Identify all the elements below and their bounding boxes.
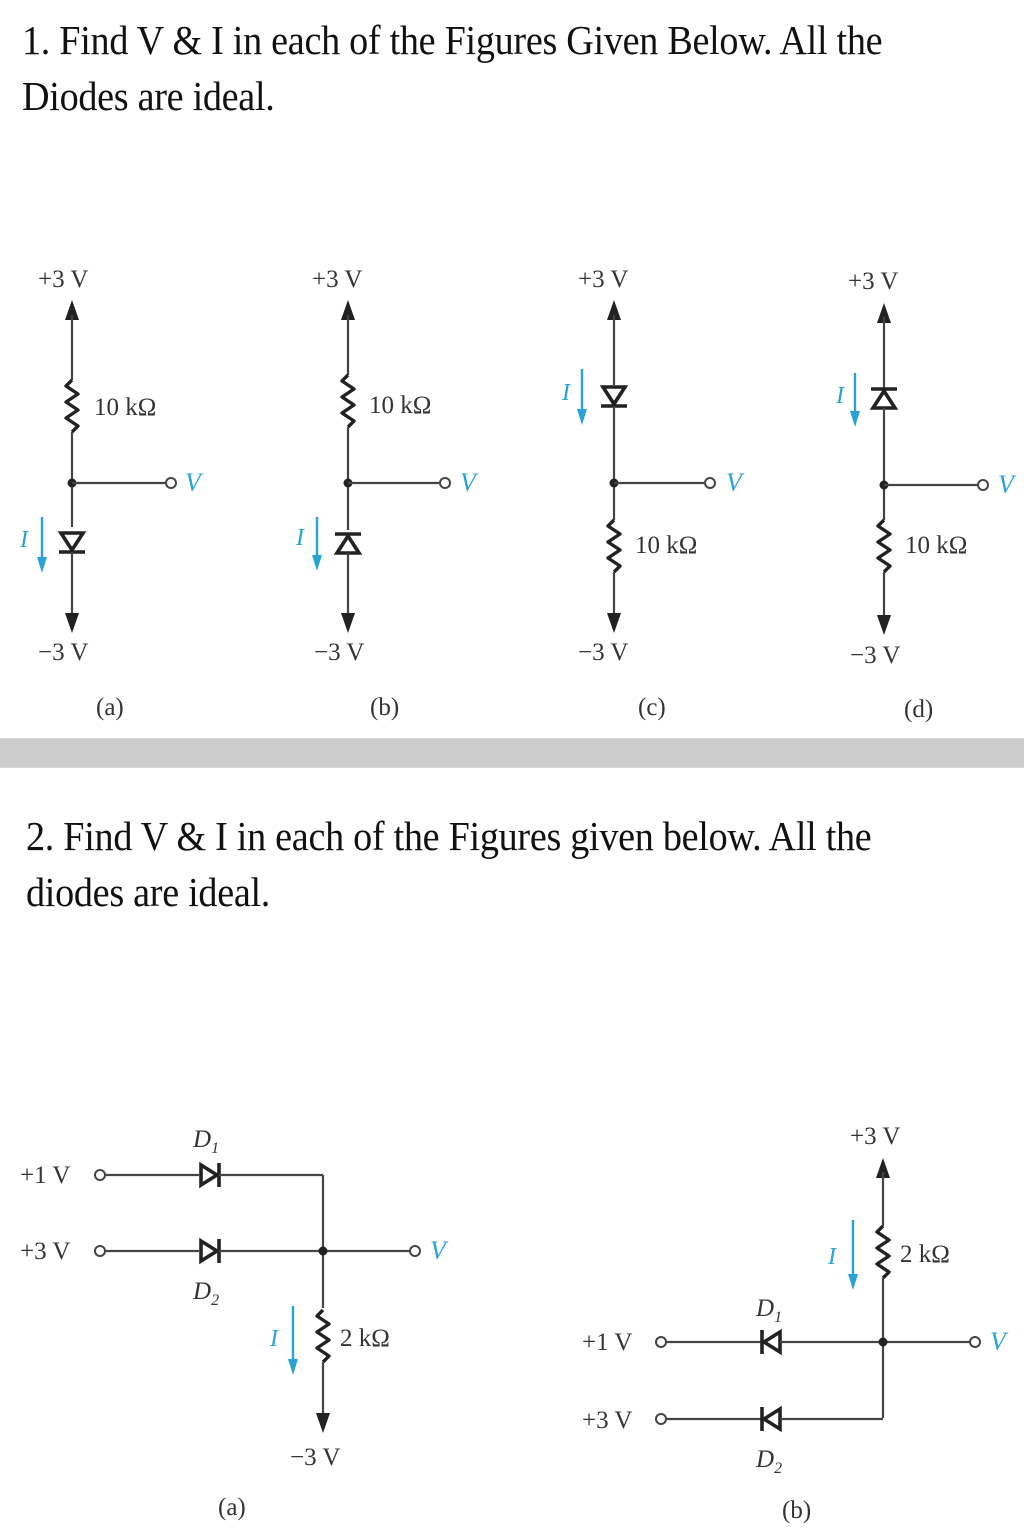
supply-arrow-up-icon bbox=[607, 300, 621, 320]
figure-caption: (d) bbox=[904, 696, 933, 723]
current-label: I bbox=[295, 525, 305, 551]
top-supply-label: +3 V bbox=[850, 1123, 900, 1150]
current-arrow-icon bbox=[577, 369, 587, 425]
resistor-label: 10 kΩ bbox=[94, 394, 156, 421]
output-terminal bbox=[409, 1245, 421, 1257]
figure-caption: (a) bbox=[96, 694, 124, 721]
output-label: V bbox=[990, 1327, 1009, 1356]
resistor bbox=[876, 518, 892, 574]
supply-arrow-up-icon bbox=[876, 1158, 890, 1178]
question-2-text: 2. Find V & I in each of the Figures giv… bbox=[26, 813, 872, 915]
figure-2b: +3 V 2 kΩ I D1 +1 V V +3 V D2 (b) bbox=[582, 1123, 1009, 1524]
figure-1d: +3 V V 10 kΩ I −3 V (d) bbox=[835, 268, 1017, 723]
resistor bbox=[875, 1224, 891, 1280]
output-terminal bbox=[439, 477, 451, 489]
bottom-supply-label: −3 V bbox=[314, 639, 364, 666]
figure-2a: D1 +1 V +3 V V D2 2 kΩ I −3 V (a) bbox=[20, 1126, 449, 1521]
section-divider bbox=[0, 738, 1024, 768]
d2-label: D2 bbox=[755, 1446, 782, 1477]
figure-caption: (b) bbox=[782, 1497, 811, 1524]
d2-label: D2 bbox=[192, 1278, 219, 1309]
input2-label: +3 V bbox=[20, 1238, 70, 1265]
input1-terminal bbox=[94, 1169, 106, 1181]
current-arrow-icon bbox=[850, 373, 860, 427]
current-arrow-icon bbox=[312, 517, 322, 571]
diode-icon bbox=[869, 387, 899, 410]
bottom-supply-label: −3 V bbox=[850, 642, 900, 669]
diode-d2-icon bbox=[760, 1405, 782, 1433]
current-arrow-icon bbox=[37, 517, 47, 573]
output-label: V bbox=[430, 1236, 449, 1265]
figure-caption: (a) bbox=[218, 1494, 246, 1521]
resistor-label: 10 kΩ bbox=[905, 532, 967, 559]
top-supply-label: +3 V bbox=[38, 266, 88, 293]
output-label: V bbox=[185, 468, 204, 497]
supply-arrow-down-icon bbox=[316, 1413, 330, 1433]
figure-1a: +3 V 10 kΩ V I −3 V (a) bbox=[19, 266, 204, 721]
output-terminal bbox=[969, 1336, 981, 1348]
output-terminal bbox=[704, 477, 716, 489]
diode-d2-icon bbox=[199, 1237, 221, 1265]
diode-icon bbox=[57, 531, 87, 554]
resistor bbox=[340, 373, 356, 429]
output-terminal bbox=[165, 477, 177, 489]
supply-label: −3 V bbox=[290, 1444, 340, 1471]
supply-arrow-down-icon bbox=[65, 613, 79, 633]
bottom-supply-label: −3 V bbox=[38, 639, 88, 666]
current-label: I bbox=[561, 380, 571, 406]
supply-arrow-down-icon bbox=[607, 613, 621, 633]
figure-1c: +3 V V 10 kΩ I −3 V (c) bbox=[561, 266, 745, 721]
resistor-label: 2 kΩ bbox=[340, 1325, 390, 1352]
figure-caption: (b) bbox=[370, 694, 399, 721]
input1-label: +1 V bbox=[582, 1329, 632, 1356]
output-label: V bbox=[460, 468, 479, 497]
current-arrow-icon bbox=[288, 1306, 298, 1375]
input2-terminal bbox=[655, 1413, 667, 1425]
top-supply-label: +3 V bbox=[312, 266, 362, 293]
top-supply-label: +3 V bbox=[578, 266, 628, 293]
bottom-supply-label: −3 V bbox=[578, 639, 628, 666]
resistor bbox=[606, 518, 622, 574]
output-label: V bbox=[726, 468, 745, 497]
d1-label: D1 bbox=[755, 1295, 782, 1326]
current-label: I bbox=[827, 1244, 837, 1270]
current-label: I bbox=[19, 527, 29, 553]
output-terminal bbox=[977, 479, 989, 491]
diode-d1-icon bbox=[199, 1161, 221, 1189]
figure-caption: (c) bbox=[638, 694, 666, 721]
supply-arrow-down-icon bbox=[877, 615, 891, 635]
diode-icon bbox=[599, 385, 629, 408]
resistor bbox=[315, 1308, 331, 1364]
current-arrow-icon bbox=[848, 1220, 858, 1290]
input1-terminal bbox=[655, 1336, 667, 1348]
input2-terminal bbox=[94, 1245, 106, 1257]
top-supply-label: +3 V bbox=[848, 268, 898, 295]
question-1-text: 1. Find V & I in each of the Figures Giv… bbox=[22, 17, 883, 119]
d1-label: D1 bbox=[192, 1126, 219, 1157]
resistor bbox=[64, 378, 80, 434]
resistor-label: 10 kΩ bbox=[635, 532, 697, 559]
resistor-label: 2 kΩ bbox=[900, 1241, 950, 1268]
output-label: V bbox=[998, 470, 1017, 499]
input2-label: +3 V bbox=[582, 1407, 632, 1434]
current-label: I bbox=[835, 383, 845, 409]
supply-arrow-up-icon bbox=[65, 300, 79, 320]
supply-arrow-down-icon bbox=[341, 613, 355, 633]
supply-arrow-up-icon bbox=[877, 303, 891, 323]
input1-label: +1 V bbox=[20, 1162, 70, 1189]
diode-icon bbox=[333, 532, 363, 555]
supply-arrow-up-icon bbox=[341, 300, 355, 320]
figure-1b: +3 V 10 kΩ V I −3 V (b) bbox=[295, 266, 479, 721]
current-label: I bbox=[269, 1326, 279, 1352]
resistor-label: 10 kΩ bbox=[369, 392, 431, 419]
diode-d1-icon bbox=[760, 1328, 782, 1356]
